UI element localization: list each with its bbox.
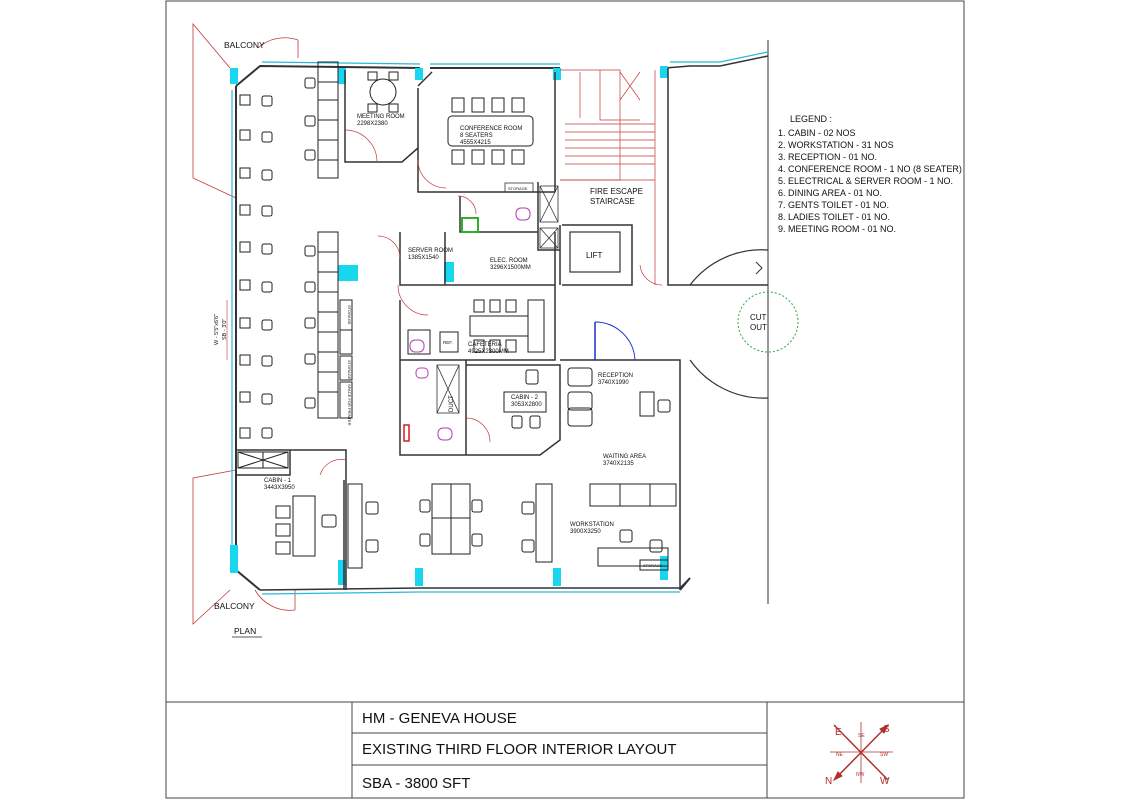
- workstation-cluster-bottom: [347, 483, 677, 571]
- workstation-cluster-top: [304, 61, 339, 179]
- label-lift: LIFT: [586, 251, 603, 260]
- label-cabin-1: CABIN - 1: [264, 478, 292, 484]
- compass-s: S: [883, 724, 890, 735]
- room-labels: BALCONY BALCONY MEETING ROOM 2298X2380 C…: [214, 40, 767, 638]
- label-duct: DUCT: [449, 395, 455, 412]
- lift-box: [569, 231, 621, 273]
- conference-table: [447, 97, 534, 165]
- green-fixture: [461, 217, 479, 233]
- outer-walls: [235, 55, 769, 591]
- label-storage-3: STORAGE: [347, 305, 352, 325]
- compass-sw: SW: [880, 752, 888, 758]
- compass-nw: NW: [856, 772, 865, 778]
- legend-item: 7. GENTS TOILET - 01 NO.: [778, 200, 889, 210]
- label-storage-1: STORAGE: [508, 186, 528, 191]
- label-meeting-room: MEETING ROOM: [357, 114, 405, 120]
- legend-item: 4. CONFERENCE ROOM - 1 NO (8 SEATER): [778, 164, 962, 174]
- red-fixture: [403, 424, 410, 442]
- legend: LEGEND : 1. CABIN - 02 NOS 2. WORKSTATIO…: [778, 114, 962, 234]
- cut-out-area: [689, 249, 799, 399]
- staircase-icon: [560, 69, 656, 285]
- label-storage-2: STORAGE: [643, 563, 663, 568]
- label-staircase: STAIRCASE: [590, 197, 635, 206]
- label-waiting-area: WAITING AREA: [603, 454, 646, 460]
- area-label: SBA - 3800 SFT: [362, 775, 470, 792]
- label-elec-room: ELEC. ROOM: [490, 258, 528, 264]
- label-server-room: SERVER ROOM: [408, 248, 453, 254]
- cafeteria-table: [407, 299, 545, 355]
- label-cafeteria: CAFETERIA: [468, 342, 502, 348]
- storage-box-1: [504, 182, 534, 193]
- legend-item: 3. RECEPTION - 01 NO.: [778, 152, 877, 162]
- compass-icon: E S N W SE NE SW NW: [825, 722, 893, 787]
- label-server-room-size: 1385X1540: [408, 255, 439, 261]
- label-cut: CUT: [750, 313, 767, 322]
- sheet-border: [165, 0, 965, 799]
- compass-w: W: [880, 776, 890, 787]
- cabin-1-furniture: [237, 451, 337, 557]
- label-balcony-bottom: BALCONY: [214, 601, 255, 611]
- label-elec-room-size: 3296X1500MM: [490, 265, 531, 271]
- label-dimension-1: W - 5'5"x6'6": [214, 314, 220, 345]
- shaft-icons: [436, 185, 559, 414]
- wall-chairs-left: [226, 94, 273, 439]
- glazing: [231, 51, 769, 595]
- compass-se: SE: [858, 733, 865, 739]
- label-conference-room: CONFERENCE ROOM: [460, 126, 522, 132]
- toilet-fixtures: [409, 207, 531, 441]
- pillars: [230, 66, 668, 586]
- project-name: HM - GENEVA HOUSE: [362, 710, 517, 727]
- legend-item: 2. WORKSTATION - 31 NOS: [778, 140, 894, 150]
- legend-item: 8. LADIES TOILET - 01 NO.: [778, 212, 890, 222]
- label-waiting-area-size: 3740X2135: [603, 461, 634, 467]
- compass-n: N: [825, 776, 832, 787]
- label-balcony-top: BALCONY: [224, 40, 265, 50]
- compass-e: E: [835, 727, 842, 738]
- label-cabin-2-size: 3053X2800: [511, 402, 542, 408]
- label-workstation-size: 3900X3250: [570, 529, 601, 535]
- label-plan: PLAN: [234, 626, 256, 636]
- label-cafeteria-size: 4925X2300MM: [468, 349, 509, 355]
- label-workstation: WORKSTATION: [570, 522, 614, 528]
- drawing-title: EXISTING THIRD FLOOR INTERIOR LAYOUT: [362, 741, 676, 758]
- label-space-for-printer: SPACE FOR PRINTER: [347, 384, 352, 426]
- workstation-cluster-middle: [304, 231, 353, 419]
- meeting-table: [367, 71, 399, 113]
- label-cabin-1-size: 3443X3950: [264, 485, 295, 491]
- title-block: HM - GENEVA HOUSE EXISTING THIRD FLOOR I…: [351, 702, 768, 798]
- label-fire-escape: FIRE ESCAPE: [590, 187, 643, 196]
- label-out: OUT: [750, 323, 767, 332]
- compass-ne: NE: [836, 752, 844, 758]
- label-conference-size: 4555X4215: [460, 140, 491, 146]
- legend-item: 5. ELECTRICAL & SERVER ROOM - 1 NO.: [778, 176, 953, 186]
- balcony-top: [192, 22, 299, 199]
- label-cabin-2: CABIN - 2: [511, 395, 539, 401]
- label-storage-4: STORAGE: [347, 360, 352, 380]
- legend-title: LEGEND :: [790, 114, 832, 124]
- reception-furniture: [503, 367, 671, 429]
- legend-item: 9. MEETING ROOM - 01 NO.: [778, 224, 896, 234]
- main-entry-door: [594, 321, 636, 361]
- label-dimension-2: SB - 3'0": [222, 319, 228, 340]
- legend-item: 1. CABIN - 02 NOS: [778, 128, 856, 138]
- doors: [319, 129, 663, 476]
- label-conference-seats: 8 SEATERS: [460, 133, 493, 139]
- label-ref: REF.: [443, 340, 453, 345]
- label-meeting-room-size: 2298X2380: [357, 121, 388, 127]
- label-reception: RECEPTION: [598, 373, 633, 379]
- label-reception-size: 3740X1990: [598, 380, 629, 386]
- legend-item: 6. DINING AREA - 01 NO.: [778, 188, 882, 198]
